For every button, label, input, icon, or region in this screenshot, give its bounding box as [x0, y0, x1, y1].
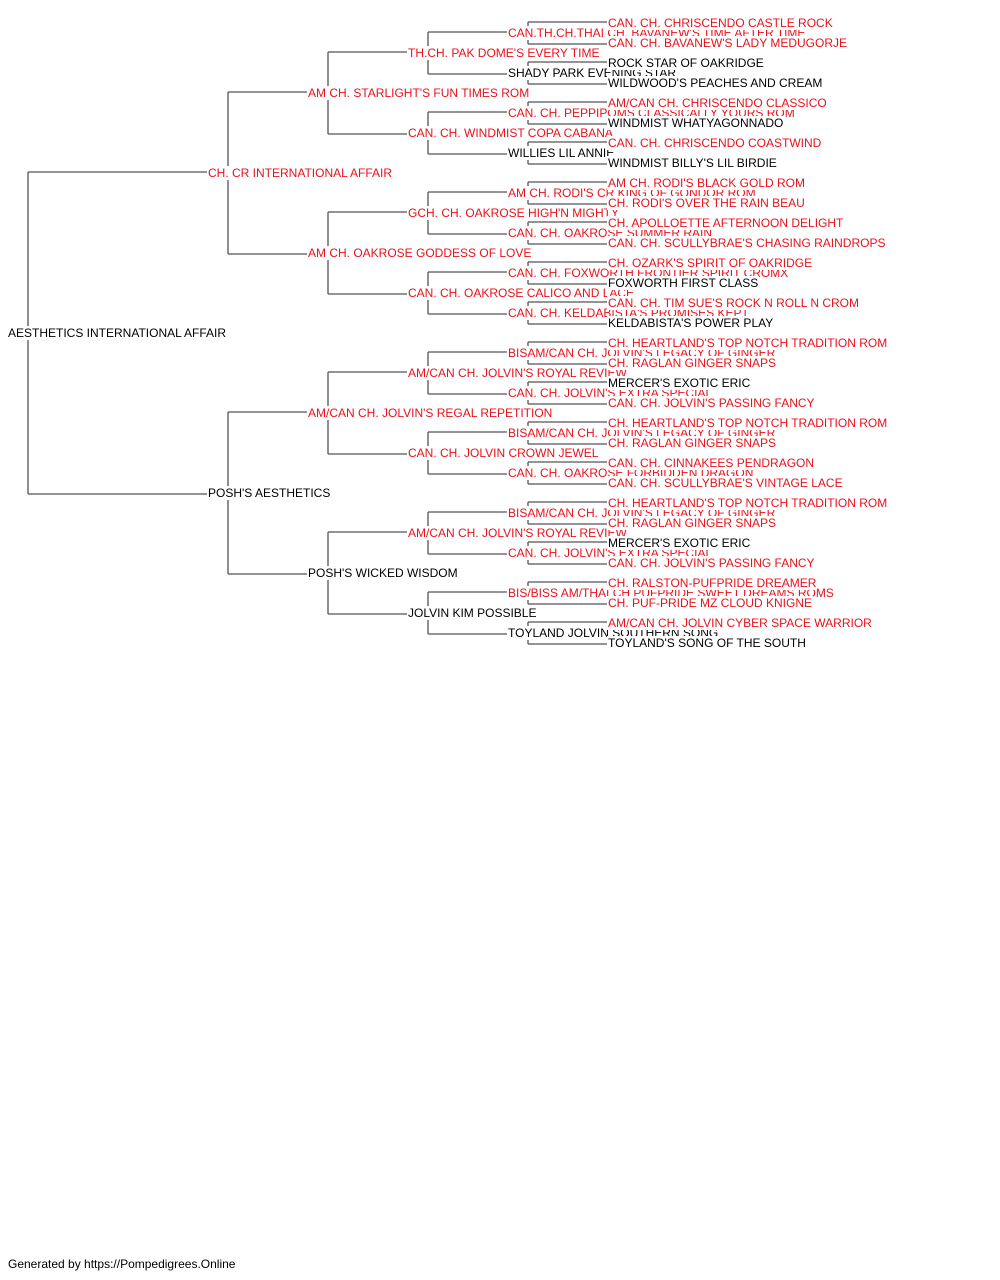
ancestor-name: CAN. CH. JOLVIN CROWN JEWEL	[407, 446, 600, 460]
ancestor-name: CH. RAGLAN GINGER SNAPS	[607, 356, 778, 370]
ancestor-name: CH. PUF-PRIDE MZ CLOUD KNIGNE	[607, 596, 814, 610]
ancestor-name: CAN. CH. JOLVIN'S PASSING FANCY	[607, 396, 816, 410]
ancestor-name: GCH. CH. OAKROSE HIGH'N MIGHTY	[407, 206, 620, 220]
ancestor-name: CAN. CH. BAVANEW'S LADY MEDUGORJE	[607, 36, 848, 50]
ancestor-name: AM CH. OAKROSE GODDESS OF LOVE	[307, 246, 533, 260]
ancestor-name: CAN. CH. CINNAKEES PENDRAGON	[607, 456, 816, 470]
ancestor-name: CAN. CH. CHRISCENDO COASTWIND	[607, 136, 823, 150]
ancestor-name: AM/CAN CH. JOLVIN'S ROYAL REVIEW	[407, 366, 628, 380]
ancestor-name: POSH'S AESTHETICS	[207, 486, 332, 500]
ancestor-name: CH. OZARK'S SPIRIT OF OAKRIDGE	[607, 256, 814, 270]
ancestor-name: CAN. CH. TIM SUE'S ROCK N ROLL N CROM	[607, 296, 860, 310]
ancestor-name: POSH'S WICKED WISDOM	[307, 566, 459, 580]
ancestor-name: AM CH. STARLIGHT'S FUN TIMES ROM	[307, 86, 531, 100]
ancestor-name: TOYLAND'S SONG OF THE SOUTH	[607, 636, 807, 650]
ancestor-name: CAN. CH. SCULLYBRAE'S VINTAGE LACE	[607, 476, 844, 490]
ancestor-name: MERCER'S EXOTIC ERIC	[607, 536, 752, 550]
ancestor-name: JOLVIN KIM POSSIBLE	[407, 606, 538, 620]
ancestor-name: CH. APOLLOETTE AFTERNOON DELIGHT	[607, 216, 845, 230]
ancestor-name: CH. HEARTLAND'S TOP NOTCH TRADITION ROM	[607, 416, 889, 430]
ancestor-name: CH. CR INTERNATIONAL AFFAIR	[207, 166, 394, 180]
ancestor-name: CAN. CH. JOLVIN'S PASSING FANCY	[607, 556, 816, 570]
ancestor-name: KELDABISTA'S POWER PLAY	[607, 316, 775, 330]
ancestor-name: CH. HEARTLAND'S TOP NOTCH TRADITION ROM	[607, 336, 889, 350]
ancestor-name: FOXWORTH FIRST CLASS	[607, 276, 760, 290]
ancestor-name: CAN. CH. CHRISCENDO CASTLE ROCK	[607, 16, 834, 30]
ancestor-name: AM/CAN CH. JOLVIN'S ROYAL REVIEW	[407, 526, 628, 540]
ancestor-name: WINDMIST BILLY'S LIL BIRDIE	[607, 156, 778, 170]
ancestor-name: CH. HEARTLAND'S TOP NOTCH TRADITION ROM	[607, 496, 889, 510]
subject-dog-name: AESTHETICS INTERNATIONAL AFFAIR	[7, 326, 228, 340]
ancestor-name: WILLIES LIL ANNIE	[507, 146, 616, 160]
ancestor-name: TH.CH. PAK DOME'S EVERY TIME	[407, 46, 601, 60]
ancestor-name: CH. RAGLAN GINGER SNAPS	[607, 516, 778, 530]
ancestor-name: AM/CAN CH. JOLVIN CYBER SPACE WARRIOR	[607, 616, 873, 630]
ancestor-name: CAN. CH. OAKROSE CALICO AND LACE	[407, 286, 636, 300]
ancestor-name: CH. RODI'S OVER THE RAIN BEAU	[607, 196, 806, 210]
ancestor-name: AM/CAN CH. JOLVIN'S REGAL REPETITION	[307, 406, 554, 420]
ancestor-name: CAN. CH. WINDMIST COPA CABANA	[407, 126, 614, 140]
ancestor-name: WINDMIST WHATYAGONNADO	[607, 116, 785, 130]
ancestor-name: AM/CAN CH. CHRISCENDO CLASSICO	[607, 96, 828, 110]
ancestor-name: MERCER'S EXOTIC ERIC	[607, 376, 752, 390]
ancestor-name: ROCK STAR OF OAKRIDGE	[607, 56, 765, 70]
ancestor-name: WILDWOOD'S PEACHES AND CREAM	[607, 76, 824, 90]
ancestor-name: CH. RAGLAN GINGER SNAPS	[607, 436, 778, 450]
ancestor-name: AM CH. RODI'S BLACK GOLD ROM	[607, 176, 806, 190]
ancestor-name: CAN. CH. SCULLYBRAE'S CHASING RAINDROPS	[607, 236, 887, 250]
ancestor-name: CH. RALSTON-PUFPRIDE DREAMER	[607, 576, 818, 590]
footer-credit: Generated by https://Pompedigrees.Online	[8, 1257, 236, 1271]
